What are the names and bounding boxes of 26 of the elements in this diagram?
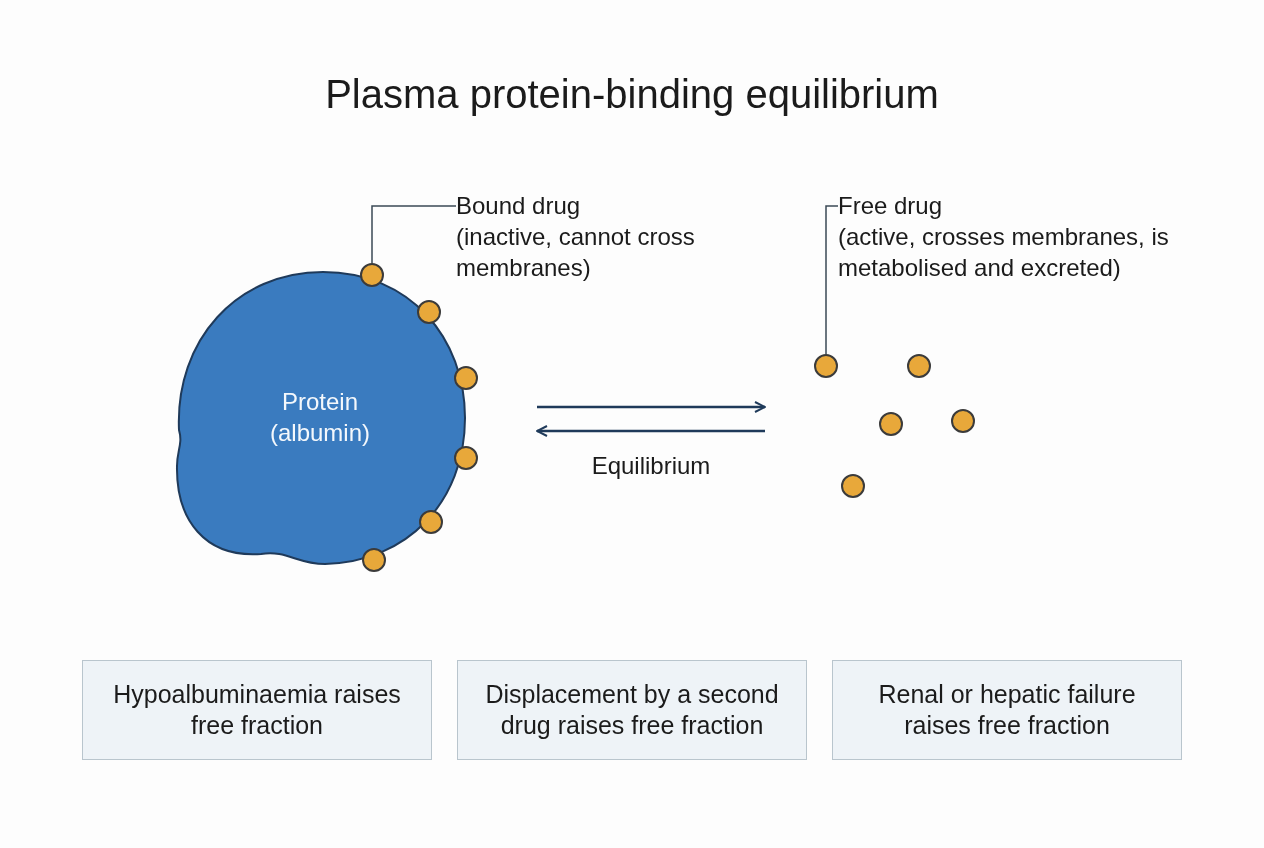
drug-molecule-dot [419,510,443,534]
leader-line [825,205,839,355]
note-box [82,660,432,760]
note-text: Renal or hepatic failure raises free fraction [877,679,1137,741]
leader-line [371,205,457,264]
diagram-title: Plasma protein-binding equilibrium [324,72,940,117]
arrow-caption: Equilibrium [590,452,712,480]
callout-heading: Free drug [838,191,944,221]
note-box [457,660,807,760]
callout-heading: Bound drug [456,191,582,221]
drug-molecule-dot [362,548,386,572]
drug-molecule-dot [360,263,384,287]
note-box [832,660,1182,760]
drug-molecule-dot [951,409,975,433]
drug-molecule-dot [841,474,865,498]
drug-molecule-dot [907,354,931,378]
drug-molecule-dot [814,354,838,378]
callout-text: (active, crosses membranes, is metabolised and excreted) [838,222,1170,283]
drug-molecule-dot [454,366,478,390]
drug-molecule-dot [454,446,478,470]
callout-text: (inactive, cannot cross membranes) [456,222,696,283]
protein-label: Protein (albumin) [269,387,371,448]
note-text: Hypoalbuminaemia raises free fraction [112,679,402,741]
note-text: Displacement by a second drug raises free fraction [484,679,780,741]
drug-molecule-dot [879,412,903,436]
drug-molecule-dot [417,300,441,324]
